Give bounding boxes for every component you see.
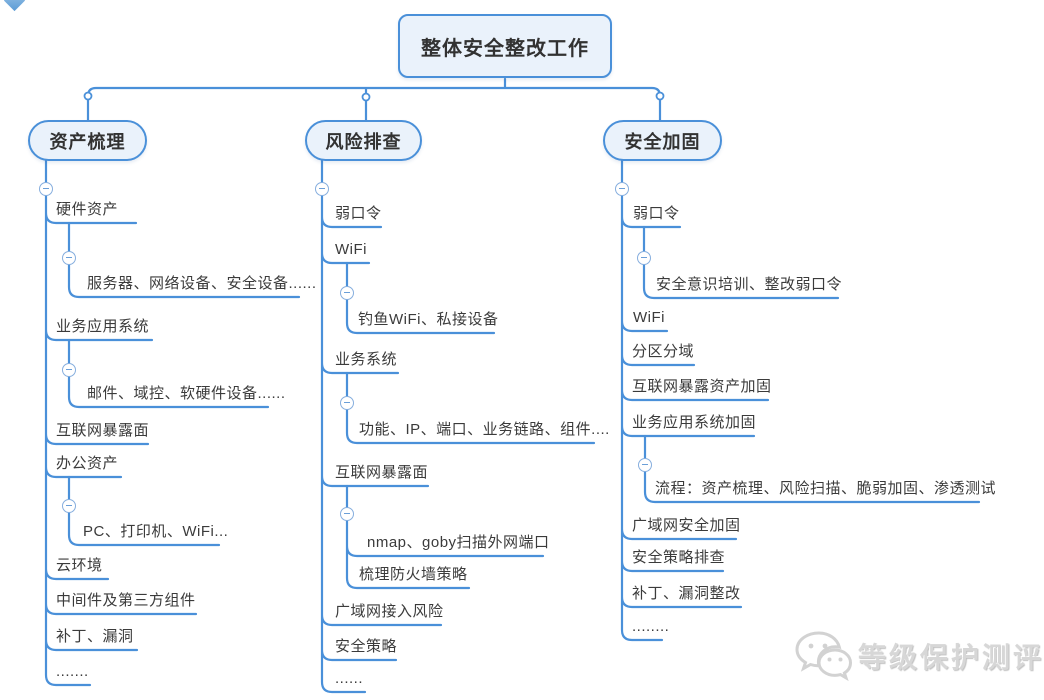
topic-label[interactable]: 硬件资产 [56,201,119,218]
subtopic-label[interactable]: 安全意识培训、整改弱口令 [656,276,843,293]
topic-label[interactable]: 广域网接入风险 [335,603,444,620]
topic-label[interactable]: 安全策略排查 [632,549,726,566]
topic-label[interactable]: WiFi [633,309,665,326]
watermark: 等级保护测评 [790,628,1044,684]
subtopic-label[interactable]: 梳理防火墙策略 [359,566,468,583]
topic-label[interactable]: 安全策略 [335,638,398,655]
subtopic-label[interactable]: nmap、goby扫描外网端口 [367,534,550,551]
topic-label[interactable]: 互联网暴露资产加固 [632,378,772,395]
subtopic-label[interactable]: 功能、IP、端口、业务链路、组件.... [359,421,610,438]
topic-label[interactable]: 业务应用系统 [56,318,150,335]
subtopic-label[interactable]: 流程：资产梳理、风险扫描、脆弱加固、渗透测试 [655,480,997,497]
topic-label[interactable]: 分区分域 [632,343,695,360]
collapse-toggle[interactable] [62,363,76,377]
topic-label[interactable]: 办公资产 [56,455,119,472]
root-topic[interactable]: 整体安全整改工作 [398,14,612,78]
collapse-toggle[interactable] [340,396,354,410]
topic-label[interactable]: ........ [632,618,670,635]
topic-label[interactable]: 广域网安全加固 [632,517,741,534]
topic-label[interactable]: ...... [335,670,364,687]
topic-label[interactable]: 弱口令 [335,205,382,222]
topic-label[interactable]: 补丁、漏洞整改 [632,585,741,602]
subtopic-label[interactable]: 邮件、域控、软硬件设备...... [87,385,286,402]
collapse-toggle[interactable] [315,182,329,196]
collapse-toggle[interactable] [62,251,76,265]
junction-dot [83,91,665,102]
topic-label[interactable]: 云环境 [56,557,103,574]
branch-topic-risk-check[interactable]: 风险排查 [305,120,422,161]
topic-label[interactable]: WiFi [335,241,367,258]
topic-label[interactable]: 业务应用系统加固 [632,414,757,431]
subtopic-label[interactable]: 钓鱼WiFi、私接设备 [358,311,499,328]
collapse-toggle[interactable] [637,251,651,265]
collapse-toggle[interactable] [39,182,53,196]
collapse-toggle[interactable] [340,507,354,521]
wechat-icon [795,631,852,682]
topic-label[interactable]: 中间件及第三方组件 [56,592,196,609]
topic-label[interactable]: 互联网暴露面 [335,464,429,481]
topic-label[interactable]: ....... [56,663,89,680]
collapse-toggle[interactable] [340,286,354,300]
topic-label[interactable]: 互联网暴露面 [56,422,150,439]
branch-topic-security-hardening[interactable]: 安全加固 [603,120,722,161]
topic-label[interactable]: 业务系统 [335,351,398,368]
collapse-toggle[interactable] [615,182,629,196]
collapse-toggle[interactable] [638,458,652,472]
subtopic-label[interactable]: PC、打印机、WiFi... [83,523,229,540]
collapse-toggle[interactable] [62,499,76,513]
topic-label[interactable]: 弱口令 [633,205,680,222]
branch-topic-asset-combing[interactable]: 资产梳理 [28,120,147,161]
watermark-text: 等级保护测评 [858,642,1044,673]
subtopic-label[interactable]: 服务器、网络设备、安全设备...... [87,275,317,292]
topic-label[interactable]: 补丁、漏洞 [56,628,134,645]
